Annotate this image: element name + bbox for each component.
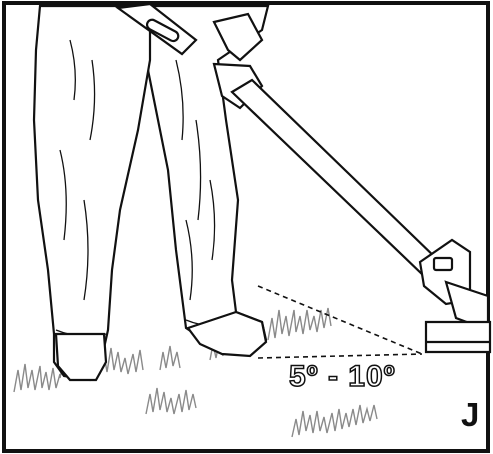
figure-letter: J [461,398,479,431]
angle-label: 5º - 10º [289,360,396,394]
angle-guide-lines [258,286,422,358]
left-shoe [56,334,106,380]
right-leg [140,6,268,354]
